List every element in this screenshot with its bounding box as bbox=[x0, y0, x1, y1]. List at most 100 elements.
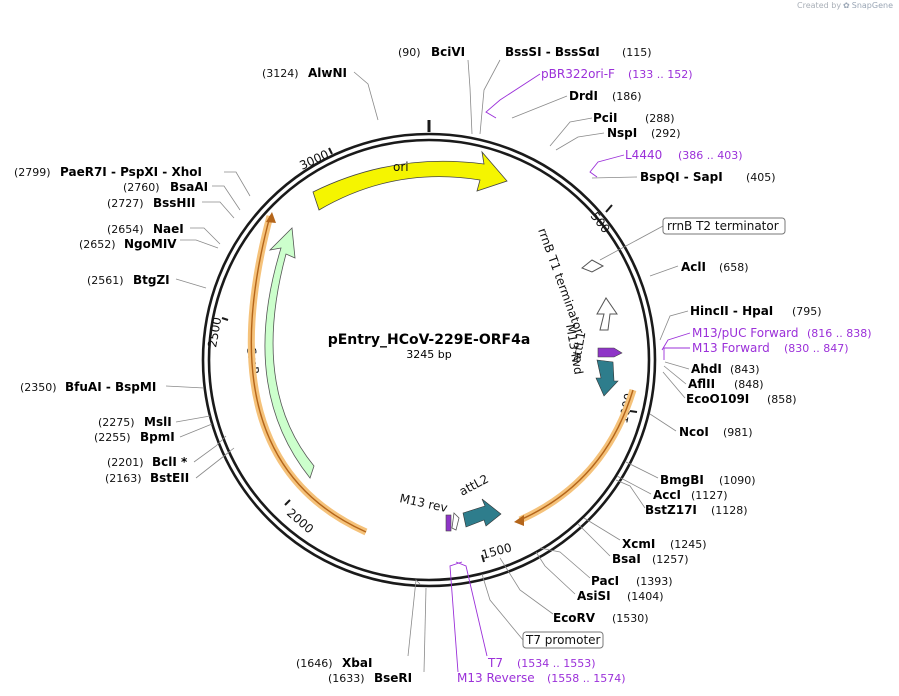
tick-1500: 1500 bbox=[480, 540, 513, 561]
acci-name: AccI bbox=[653, 488, 681, 502]
bcli-pos: (2201) bbox=[107, 456, 144, 469]
aflii-name: AflII bbox=[688, 377, 715, 391]
pcii-name: PciI bbox=[593, 111, 618, 125]
bsssi-name: BssSI - BssSαI bbox=[505, 45, 600, 59]
bfuai-pos: (2350) bbox=[20, 381, 57, 394]
bmgbi-name: BmgBI bbox=[660, 473, 704, 487]
pcii-pos: (288) bbox=[645, 112, 675, 125]
alwni-pos: (3124) bbox=[262, 67, 299, 80]
bstz17i-name: BstZ17I bbox=[645, 503, 697, 517]
rrnb-t1-label: rrnB T1 terminator bbox=[535, 226, 586, 336]
bsteii-name: BstEII bbox=[150, 471, 189, 485]
tick-2000: 2000 bbox=[284, 506, 316, 537]
asisi-pos: (1404) bbox=[627, 590, 664, 603]
ncoi-name: NcoI bbox=[679, 425, 709, 439]
xbai-name: XbaI bbox=[342, 656, 372, 670]
bsssi-pos: (115) bbox=[622, 46, 652, 59]
naei-name: NaeI bbox=[153, 222, 184, 236]
xcmi-pos: (1245) bbox=[670, 538, 707, 551]
plasmid-name: pEntry_HCoV-229E-ORF4a bbox=[328, 332, 531, 348]
bsaai-pos: (2760) bbox=[123, 181, 160, 194]
snapgene-logo-icon: ✿ bbox=[843, 1, 850, 10]
small-terminator-icon bbox=[451, 512, 460, 531]
bsaai-name: BsaAI bbox=[170, 180, 208, 194]
ncoi-pos: (981) bbox=[723, 426, 753, 439]
tick-2500: 2500 bbox=[205, 316, 224, 349]
bsshii-name: BssHII bbox=[153, 196, 195, 210]
hincii-name: HincII - HpaI bbox=[690, 304, 773, 318]
m13forward-range: (830 .. 847) bbox=[784, 342, 849, 355]
bcli-name: BclI * bbox=[152, 455, 188, 469]
aflii-pos: (848) bbox=[734, 378, 764, 391]
hincii-pos: (795) bbox=[792, 305, 822, 318]
ahdi-pos: (843) bbox=[730, 363, 760, 376]
paci-pos: (1393) bbox=[636, 575, 673, 588]
asisi-name: AsiSI bbox=[577, 589, 611, 603]
bsai-name: BsaI bbox=[612, 552, 641, 566]
t7-promoter-box[interactable] bbox=[522, 631, 604, 649]
msli-name: MslI bbox=[144, 415, 172, 429]
attl1-label: attL1 bbox=[569, 330, 588, 363]
attl1-feature[interactable]: attL1 bbox=[569, 330, 619, 397]
ecorv-name: EcoRV bbox=[553, 611, 596, 625]
bstz17i-pos: (1128) bbox=[711, 504, 748, 517]
naei-pos: (2654) bbox=[107, 223, 144, 236]
bmgbi-pos: (1090) bbox=[719, 474, 756, 487]
rrnb-t1-terminator[interactable]: rrnB T1 terminator bbox=[535, 226, 618, 336]
watermark-brand: SnapGene bbox=[851, 1, 893, 10]
paer7i-name: PaeR7I - PspXI - XhoI bbox=[60, 165, 202, 179]
nspi-pos: (292) bbox=[651, 127, 681, 140]
btgzi-name: BtgZI bbox=[133, 273, 170, 287]
xcmi-name: XcmI bbox=[622, 537, 655, 551]
m13-rev-feature[interactable]: M13 rev bbox=[398, 491, 452, 532]
pbr322-name: pBR322ori-F bbox=[541, 67, 615, 81]
drdi-pos: (186) bbox=[612, 90, 642, 103]
attl2-label: attL2 bbox=[457, 472, 491, 499]
pbr322-range: (133 .. 152) bbox=[628, 68, 693, 81]
xbai-pos: (1646) bbox=[296, 657, 333, 670]
btgzi-pos: (2561) bbox=[87, 274, 124, 287]
l4440-range: (386 .. 403) bbox=[678, 149, 743, 162]
m13puc-name: M13/pUC Forward bbox=[692, 326, 799, 340]
bspqi-name: BspQI - SapI bbox=[640, 170, 723, 184]
acli-name: AclI bbox=[681, 260, 706, 274]
bcivi-name: BciVI bbox=[431, 45, 465, 59]
eco0109i-pos: (858) bbox=[767, 393, 797, 406]
acci-pos: (1127) bbox=[691, 489, 728, 502]
bcivi-pos: (90) bbox=[398, 46, 421, 59]
bspqi-pos: (405) bbox=[746, 171, 776, 184]
t7-name: T7 bbox=[487, 656, 503, 670]
m13reverse-name: M13 Reverse bbox=[457, 671, 535, 685]
acli-pos: (658) bbox=[719, 261, 749, 274]
m13forward-name: M13 Forward bbox=[692, 341, 770, 355]
ngomiv-pos: (2652) bbox=[79, 238, 116, 251]
msli-pos: (2275) bbox=[98, 416, 135, 429]
backbone bbox=[201, 120, 657, 588]
nspi-name: NspI bbox=[607, 126, 637, 140]
ecorv-pos: (1530) bbox=[612, 612, 649, 625]
plasmid-size: 3245 bp bbox=[406, 348, 451, 361]
ori-label: ori bbox=[393, 160, 409, 174]
ngomiv-name: NgoMIV bbox=[124, 237, 177, 251]
snapgene-watermark: Created by ✿ SnapGene bbox=[797, 1, 893, 10]
tick-3000: 3000 bbox=[297, 147, 331, 173]
attl2-feature[interactable]: attL2 bbox=[457, 472, 502, 528]
bsteii-pos: (2163) bbox=[105, 472, 142, 485]
m13-rev-label: M13 rev bbox=[398, 491, 448, 515]
drdi-name: DrdI bbox=[569, 89, 598, 103]
bsai-pos: (1257) bbox=[652, 553, 689, 566]
bseri-name: BseRI bbox=[374, 671, 412, 685]
orf-right-arc[interactable] bbox=[514, 388, 637, 526]
paer7i-pos: (2799) bbox=[14, 166, 51, 179]
eco0109i-name: EcoO109I bbox=[686, 392, 749, 406]
l4440-name: L4440 bbox=[625, 148, 662, 162]
alwni-name: AlwNI bbox=[308, 66, 347, 80]
bpmi-pos: (2255) bbox=[94, 431, 131, 444]
orf-left-arc[interactable] bbox=[247, 212, 368, 536]
ori-feature[interactable]: ori bbox=[312, 150, 508, 211]
bpmi-name: BpmI bbox=[140, 430, 175, 444]
rrnb-t2-box[interactable] bbox=[662, 217, 786, 235]
paci-name: PacI bbox=[591, 574, 619, 588]
bsshii-pos: (2727) bbox=[107, 197, 144, 210]
